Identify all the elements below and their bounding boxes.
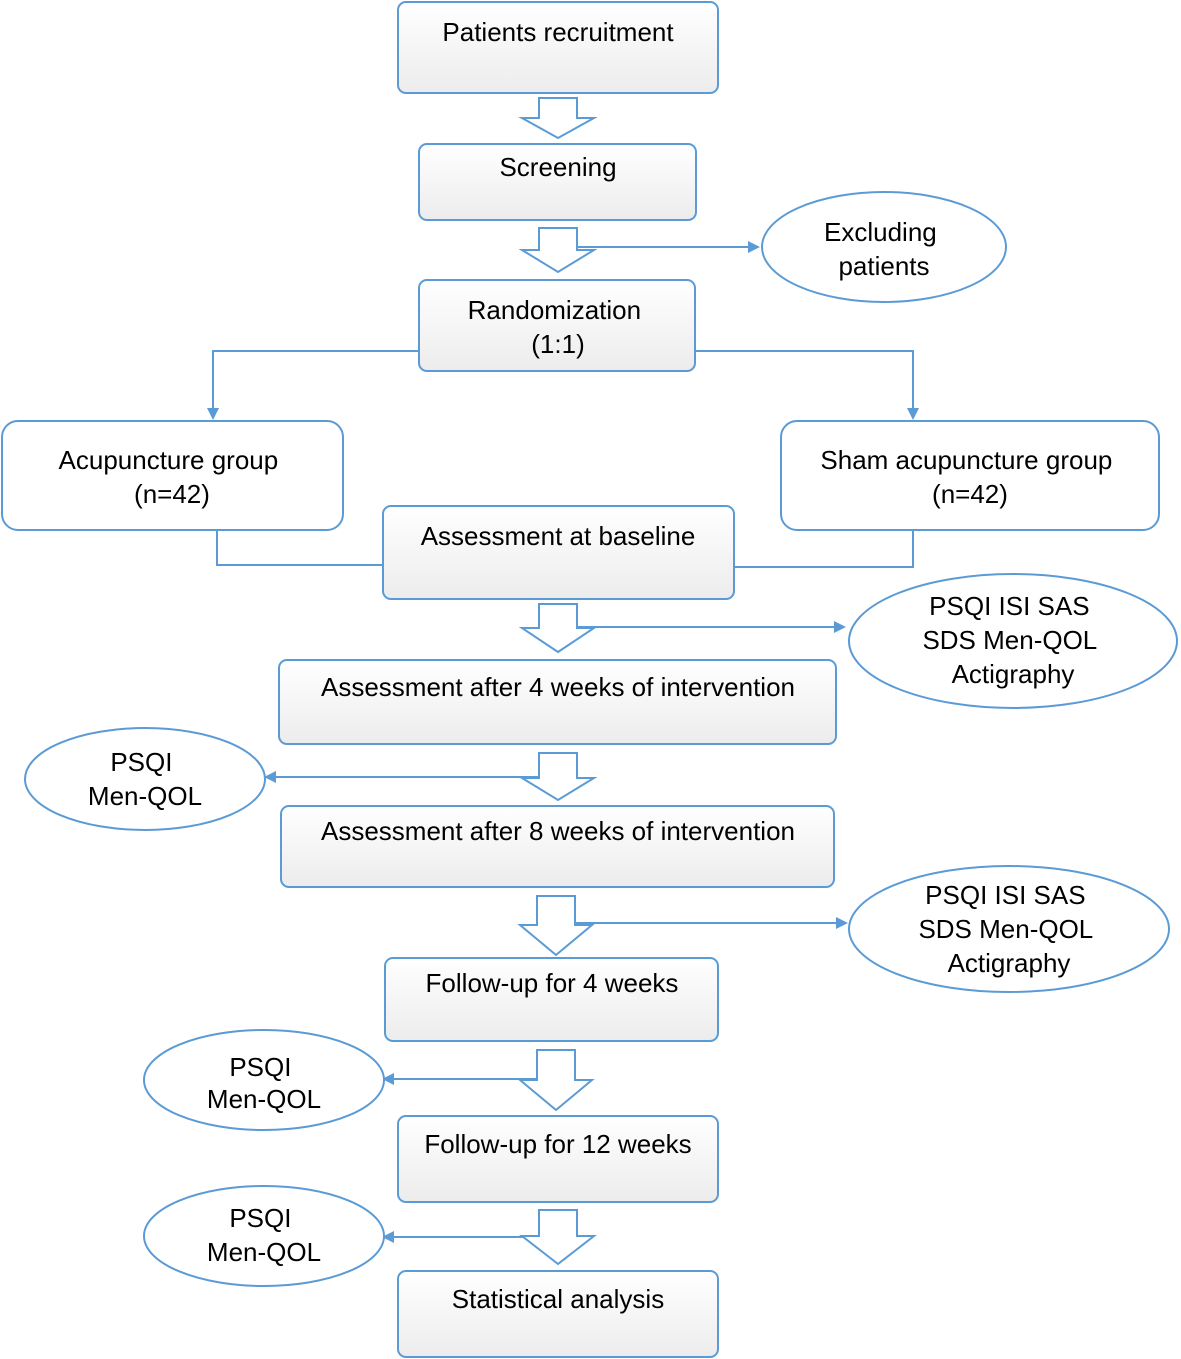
box-assessment-week8: [280, 805, 835, 888]
label-randomization-line-2: (1:1): [531, 329, 584, 359]
connector-to-sham: [695, 350, 919, 420]
label-acupuncture-group-line-2: (n=42): [134, 479, 210, 509]
label-followup12-measures-line-2: Men-QOL: [207, 1237, 321, 1267]
ellipse-followup4-measures: [143, 1029, 385, 1131]
label-week8-measures: PSQI ISI SAS SDS Men-QOL Actigraphy: [918, 880, 1099, 978]
block-arrow-5: [517, 895, 595, 957]
box-patients-recruitment: [397, 1, 719, 94]
label-baseline-measures-line-2: SDS Men-QOL: [922, 625, 1096, 655]
label-acupuncture-group-line-1: Acupuncture group: [59, 445, 279, 475]
label-week8-measures-line-1: PSQI ISI SAS: [925, 880, 1085, 910]
block-arrow-6: [517, 1049, 595, 1112]
label-followup12-measures: PSQI Men-QOL: [207, 1203, 321, 1267]
label-week4-measures: PSQI Men-QOL: [88, 747, 202, 811]
label-week8-measures-line-2: SDS Men-QOL: [918, 914, 1092, 944]
box-statistical-analysis: [397, 1270, 719, 1358]
box-screening: [418, 143, 697, 221]
label-followup12-measures-line-1: PSQI: [229, 1203, 291, 1233]
block-arrow-4: [518, 752, 598, 802]
ellipse-week4-measures: [24, 727, 266, 831]
label-assessment-week4: Assessment after 4 weeks of intervention: [321, 672, 795, 702]
label-excluding-patients: Excluding patients: [824, 217, 944, 281]
ellipse-week8-measures: [848, 865, 1170, 993]
label-baseline-measures-line-3: Actigraphy: [952, 659, 1075, 689]
label-patients-recruitment: Patients recruitment: [442, 17, 674, 47]
ellipse-followup12-measures: [143, 1185, 385, 1287]
block-arrow-7: [519, 1209, 597, 1266]
label-acupuncture-group: Acupuncture group (n=42): [59, 445, 286, 509]
label-followup-4-weeks: Follow-up for 4 weeks: [426, 968, 679, 998]
label-followup4-measures: PSQI Men-QOL: [207, 1052, 321, 1114]
label-week4-measures-line-1: PSQI: [110, 747, 172, 777]
connector-to-acupuncture: [207, 350, 418, 420]
box-sham-acupuncture-group: [780, 420, 1160, 531]
label-assessment-week8: Assessment after 8 weeks of intervention: [321, 816, 795, 846]
label-screening: Screening: [499, 152, 616, 182]
label-statistical-analysis: Statistical analysis: [452, 1284, 664, 1314]
label-week8-measures-line-3: Actigraphy: [948, 948, 1071, 978]
label-followup4-measures-line-1: PSQI: [229, 1052, 291, 1082]
block-arrow-3: [518, 603, 598, 654]
box-acupuncture-group: [1, 420, 344, 531]
label-sham-group-line-2: (n=42): [932, 479, 1008, 509]
ellipse-baseline-measures: [848, 573, 1178, 709]
label-assessment-baseline: Assessment at baseline: [421, 521, 696, 551]
box-assessment-baseline: [382, 505, 735, 600]
block-arrow-2: [518, 227, 598, 274]
label-excluding-line-1: Excluding: [824, 217, 937, 247]
label-week4-measures-line-2: Men-QOL: [88, 781, 202, 811]
connector-sham-baseline: [733, 530, 914, 568]
label-randomization-line-1: Randomization: [468, 295, 641, 325]
label-baseline-measures-line-1: PSQI ISI SAS: [929, 591, 1089, 621]
label-followup-12-weeks: Follow-up for 12 weeks: [424, 1129, 691, 1159]
box-followup-12-weeks: [397, 1115, 719, 1203]
ellipse-excluding-patients: [761, 191, 1007, 303]
label-sham-group-line-1: Sham acupuncture group: [820, 445, 1112, 475]
label-randomization: Randomization (1:1): [468, 295, 649, 359]
block-arrow-1: [518, 97, 598, 140]
box-assessment-week4: [278, 659, 837, 745]
label-excluding-line-2: patients: [838, 251, 929, 281]
label-baseline-measures: PSQI ISI SAS SDS Men-QOL Actigraphy: [922, 591, 1103, 689]
label-sham-acupuncture-group: Sham acupuncture group (n=42): [820, 445, 1119, 509]
box-followup-4-weeks: [384, 957, 719, 1042]
label-followup4-measures-line-2: Men-QOL: [207, 1084, 321, 1114]
connector-acupuncture-baseline: [216, 530, 383, 566]
box-randomization: [418, 279, 696, 372]
